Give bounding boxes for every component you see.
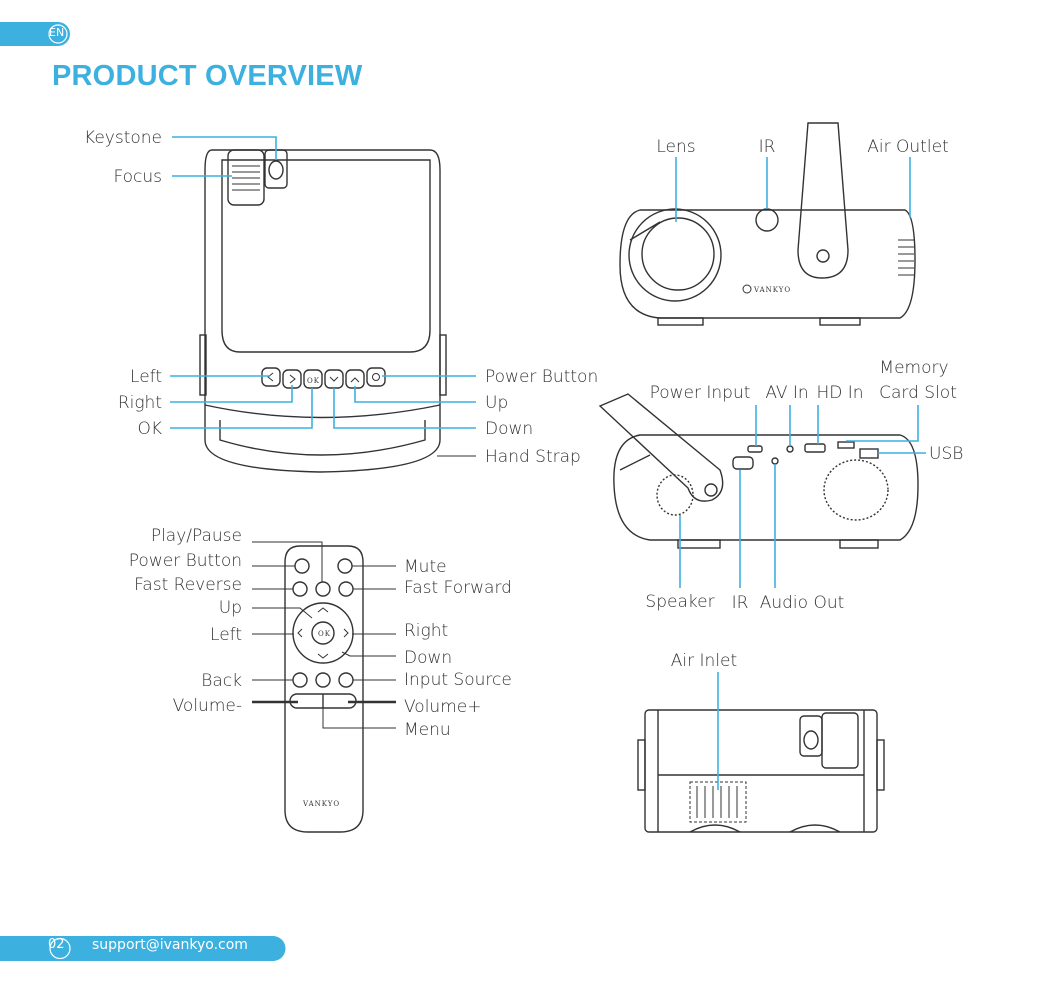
projector-ok-key-text: OK <box>307 377 320 385</box>
label-av-in: AV In <box>765 383 808 403</box>
label-fast-reverse: Fast Reverse <box>134 575 242 595</box>
label-volume-minus: Volume- <box>173 696 242 716</box>
label-input-source: Input Source <box>404 670 512 690</box>
label-speaker: Speaker <box>645 592 714 612</box>
label-right: Right <box>118 393 162 413</box>
label-keystone: Keystone <box>84 128 162 148</box>
label-memory: Memory <box>879 358 948 378</box>
label-play-pause: Play/Pause <box>151 526 242 546</box>
label-up: Up <box>485 393 508 413</box>
label-ok: OK <box>137 419 162 439</box>
label-power-button: Power Button <box>485 367 598 387</box>
remote-brand-logo: VANKYO <box>302 800 340 808</box>
label-audio-out: Audio Out <box>760 593 845 613</box>
label-power-input: Power Input <box>650 383 751 403</box>
label-air-inlet: Air Inlet <box>671 651 737 671</box>
label-usb: USB <box>929 444 963 464</box>
projector-bottom-view <box>637 709 885 833</box>
label-volume-plus: Volume+ <box>404 697 481 717</box>
label-ir-front: IR <box>759 137 776 157</box>
label-lens: Lens <box>656 137 695 157</box>
label-mute: Mute <box>404 557 447 577</box>
label-air-outlet: Air Outlet <box>867 137 948 157</box>
front-brand-logo: VANKYO <box>753 286 791 294</box>
projector-front-view <box>619 122 916 326</box>
label-card-slot: Card Slot <box>879 383 957 403</box>
label-down: Down <box>485 419 533 439</box>
language-tab <box>0 22 70 46</box>
projector-top-view <box>199 149 447 473</box>
label-ir-rear: IR <box>732 593 749 613</box>
label-hand-strap: Hand Strap <box>485 447 581 467</box>
remote-control <box>284 545 364 833</box>
label-remote-left: Left <box>210 625 242 645</box>
label-remote-power: Power Button <box>129 551 242 571</box>
projector-rear-view <box>598 393 919 549</box>
label-remote-up: Up <box>219 598 242 618</box>
label-fast-forward: Fast Forward <box>404 578 512 598</box>
page-number: 02 <box>48 937 65 952</box>
support-email: support@ivankyo.com <box>92 937 248 953</box>
remote-ok-key-text: OK <box>318 630 331 638</box>
label-remote-down: Down <box>404 648 452 668</box>
footer-bar <box>0 936 286 961</box>
label-hd-in: HD In <box>816 383 863 403</box>
page-title: PRODUCT OVERVIEW <box>52 60 363 92</box>
label-remote-right: Right <box>404 621 448 641</box>
language-code: EN <box>49 26 65 39</box>
label-back: Back <box>201 671 242 691</box>
label-menu: Menu <box>404 720 451 740</box>
label-left: Left <box>130 367 162 387</box>
label-focus: Focus <box>113 167 162 187</box>
